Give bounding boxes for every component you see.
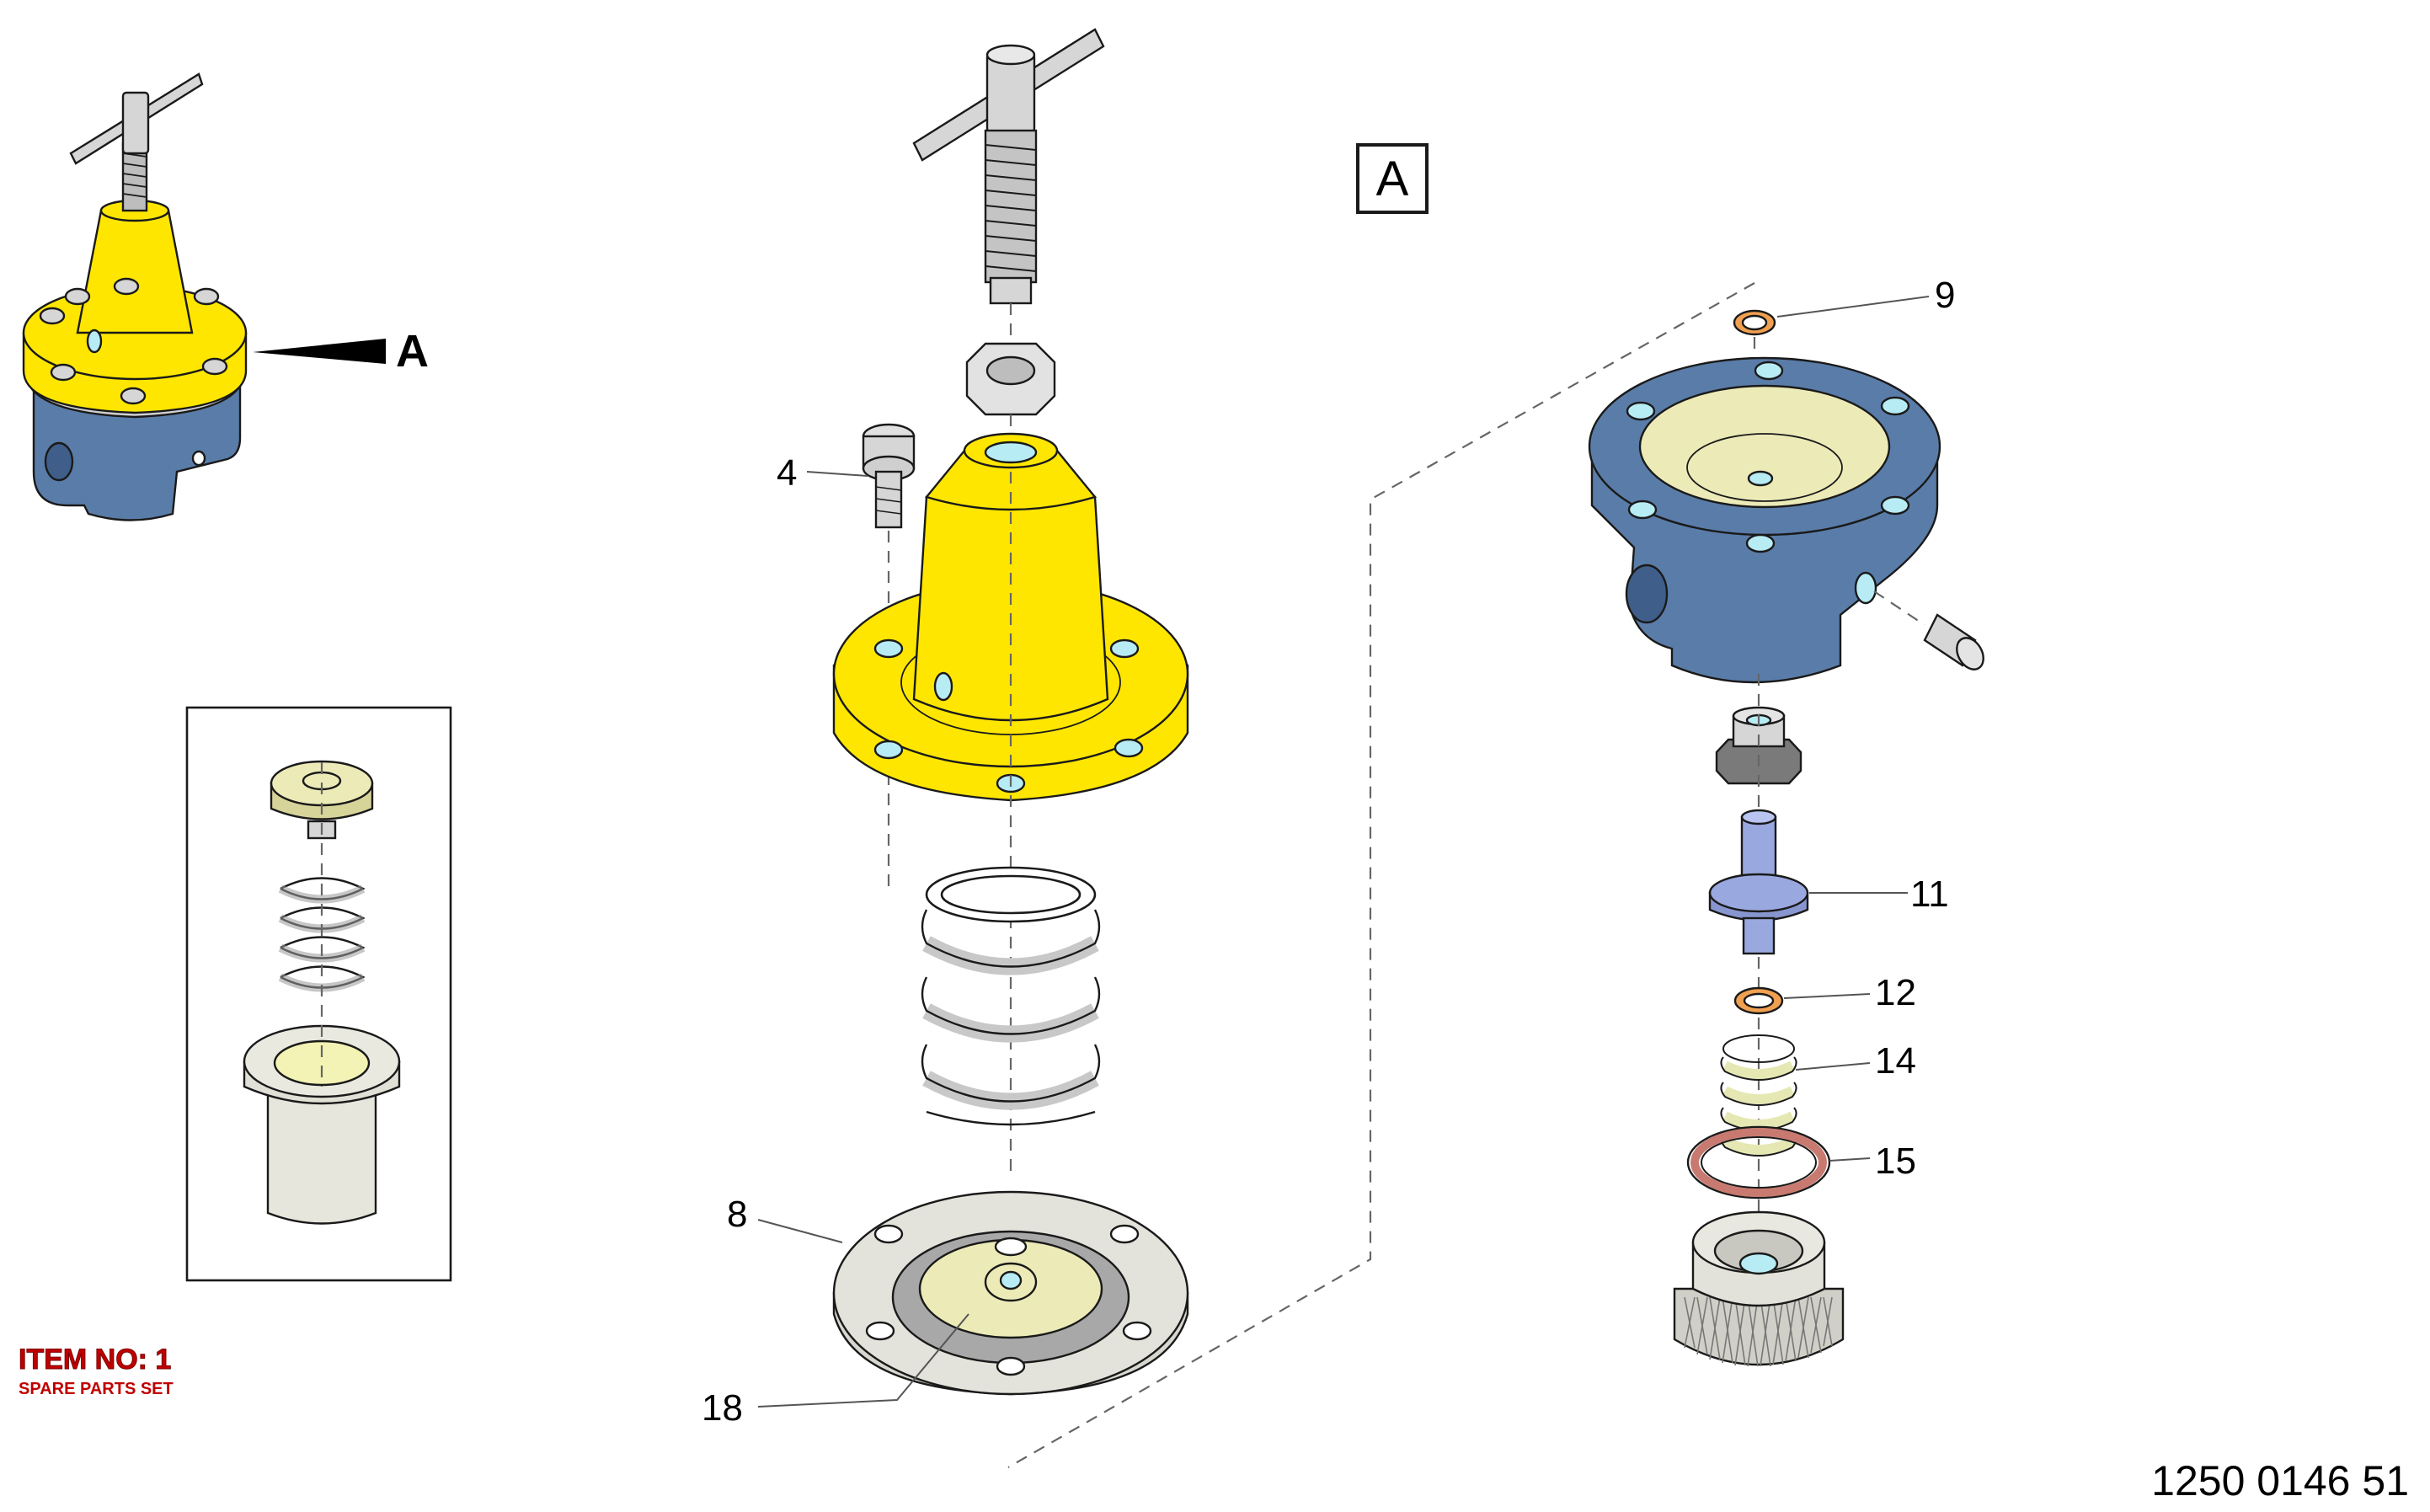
callout-11: 11 [1910,874,1949,915]
callout-14: 14 [1875,1040,1916,1082]
callout-8: 8 [727,1194,747,1235]
callout-9: 9 [1935,275,1955,316]
callout-4: 4 [777,452,797,494]
item-number: ITEM NO: 1 [19,1344,171,1376]
assembled-regulator-thumbnail: A [22,72,429,521]
item-subtitle: SPARE PARTS SET [19,1380,174,1398]
callout-12: 12 [1875,972,1916,1013]
center-exploded-stack [832,28,1189,1396]
spare-parts-inset [185,706,452,1282]
callout-18: 18 [702,1387,743,1429]
view-arrow-label: A [396,326,429,377]
view-box-label: A [1376,152,1409,206]
right-exploded-stack [1588,309,1984,1367]
callout-15: 15 [1875,1141,1916,1182]
document-number: 1250 0146 51 [2151,1457,2409,1504]
leader-lines [757,296,1930,1408]
